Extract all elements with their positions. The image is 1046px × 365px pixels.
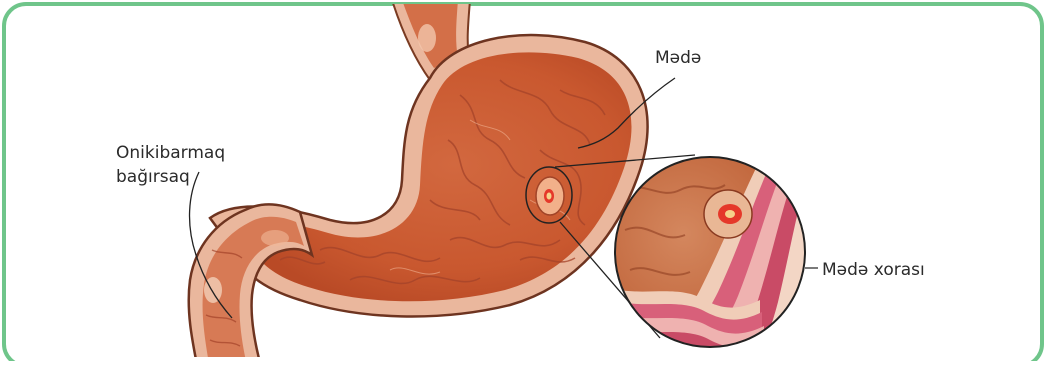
- ulcer-label: Mədə xorası: [822, 258, 925, 282]
- duodenum-label: Onikibarmaq bağırsaq: [116, 141, 225, 189]
- stomach-label: Mədə: [655, 46, 701, 70]
- duodenum-label-line1: Onikibarmaq: [116, 141, 225, 165]
- duodenum-label-line2: bağırsaq: [116, 165, 225, 189]
